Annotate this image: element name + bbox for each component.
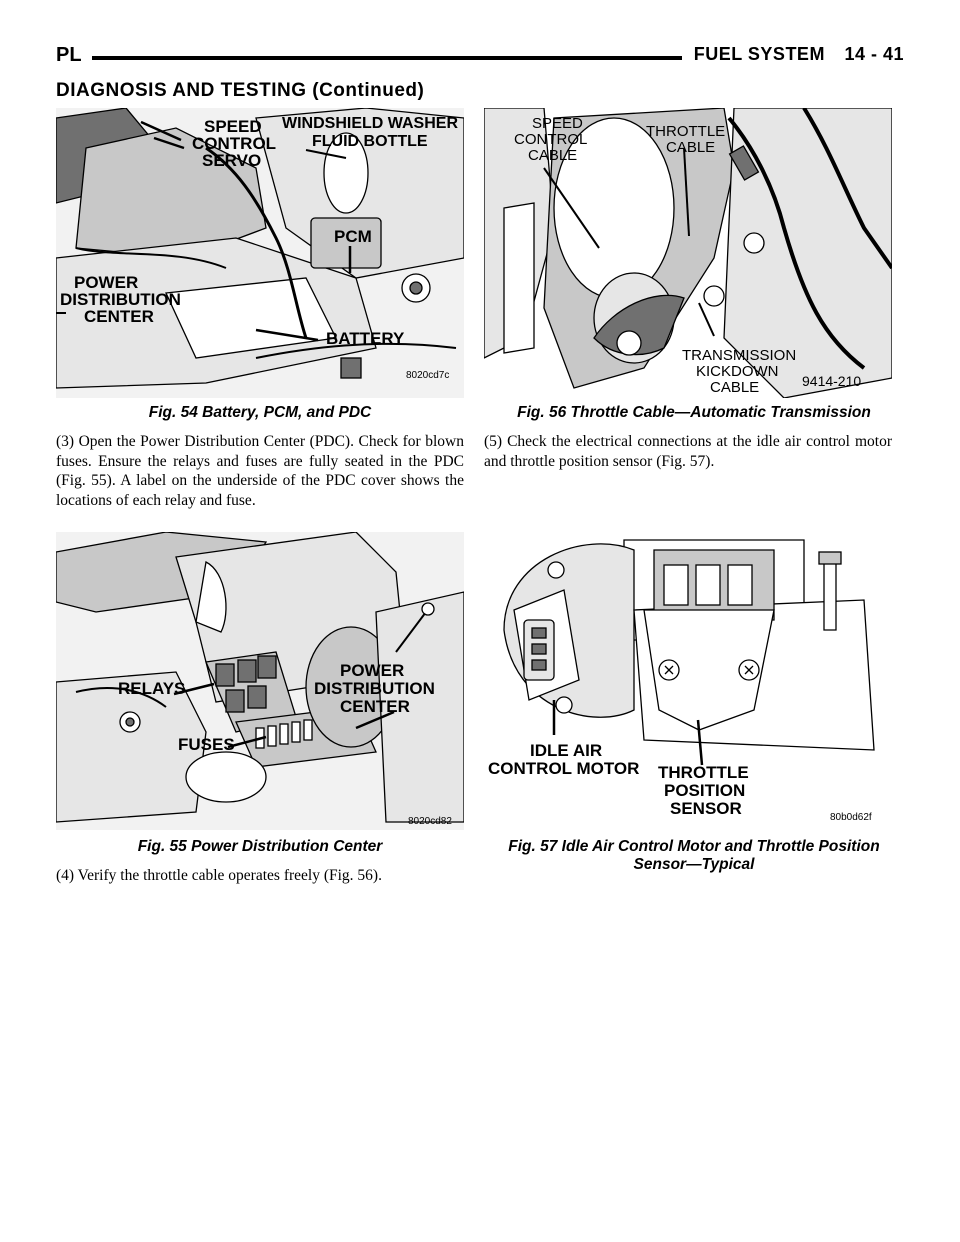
paragraph-step-5: (5) Check the electrical connections at … — [484, 433, 892, 470]
fig55-label-relays: RELAYS — [118, 679, 185, 698]
svg-text:CABLE: CABLE — [666, 139, 715, 156]
svg-text:POSITION: POSITION — [664, 781, 745, 800]
fig54-label-pcm: PCM — [334, 227, 372, 246]
svg-text:SERVO: SERVO — [202, 151, 261, 170]
svg-text:CENTER: CENTER — [84, 307, 154, 326]
paragraph-step-3: (3) Open the Power Distribution Center (… — [56, 433, 464, 509]
svg-text:TRANSMISSION: TRANSMISSION — [682, 347, 796, 364]
svg-text:CABLE: CABLE — [710, 379, 759, 396]
fig56-label-speed-control-cable: SPEED CONTROL CABLE — [514, 115, 587, 164]
svg-text:WINDSHIELD WASHER: WINDSHIELD WASHER — [282, 115, 458, 132]
svg-text:KICKDOWN: KICKDOWN — [696, 363, 779, 380]
fig55-label-fuses: FUSES — [178, 735, 235, 754]
figure-57-caption-line-1: Fig. 57 Idle Air Control Motor and Throt… — [508, 838, 880, 855]
svg-text:CONTROL: CONTROL — [192, 134, 276, 153]
fig54-label-washer-bottle: WINDSHIELD WASHER FLUID BOTTLE — [282, 115, 458, 150]
fig55-label-pdc: POWER DISTRIBUTION CENTER — [314, 661, 435, 716]
svg-text:CENTER: CENTER — [340, 697, 410, 716]
fig54-label-pdc: POWER DISTRIBUTION CENTER — [60, 273, 181, 326]
figure-54-caption: Fig. 54 Battery, PCM, and PDC — [148, 404, 372, 421]
svg-text:CONTROL MOTOR: CONTROL MOTOR — [488, 759, 639, 778]
svg-text:CABLE: CABLE — [528, 147, 577, 164]
header-page-number: 14 - 41 — [844, 44, 904, 64]
fig54-label-speed-control-servo: SPEED CONTROL SERVO — [192, 117, 276, 170]
figure-54-illustration: SPEED CONTROL SERVO WINDSHIELD WASHER FL… — [56, 108, 464, 398]
fig56-label-kickdown-cable: TRANSMISSION KICKDOWN CABLE — [682, 347, 796, 396]
section-heading: DIAGNOSIS AND TESTING (Continued) — [56, 80, 425, 101]
fig54-label-battery: BATTERY — [326, 329, 405, 348]
svg-text:SPEED: SPEED — [204, 117, 262, 136]
svg-text:FLUID BOTTLE: FLUID BOTTLE — [312, 133, 428, 150]
svg-text:POWER: POWER — [340, 661, 404, 680]
svg-text:SENSOR: SENSOR — [670, 799, 742, 818]
fig54-code: 8020cd7c — [406, 370, 449, 381]
svg-text:THROTTLE: THROTTLE — [646, 123, 725, 140]
svg-text:SPEED: SPEED — [532, 115, 583, 132]
header-section-title: FUEL SYSTEM — [693, 44, 825, 64]
fig57-label-iac: IDLE AIR CONTROL MOTOR — [488, 741, 639, 778]
fig57-label-tps: THROTTLE POSITION SENSOR — [658, 763, 749, 818]
svg-text:DISTRIBUTION: DISTRIBUTION — [314, 679, 435, 698]
svg-text:THROTTLE: THROTTLE — [658, 763, 749, 782]
header-rule — [92, 56, 682, 60]
figure-56-caption: Fig. 56 Throttle Cable—Automatic Transmi… — [517, 404, 871, 421]
header-section-page: FUEL SYSTEM 14 - 41 — [680, 44, 904, 65]
svg-text:DISTRIBUTION: DISTRIBUTION — [60, 290, 181, 309]
page-header: PL FUEL SYSTEM 14 - 41 — [56, 40, 904, 70]
svg-text:CONTROL: CONTROL — [514, 131, 587, 148]
figure-56-illustration: SPEED CONTROL CABLE THROTTLE CABLE TRANS… — [484, 108, 892, 398]
figure-55-illustration: RELAYS FUSES POWER DISTRIBUTION CENTER 8… — [56, 532, 464, 830]
svg-text:IDLE AIR: IDLE AIR — [530, 741, 602, 760]
fig56-code: 9414-210 — [802, 373, 861, 389]
fig57-code: 80b0d62f — [830, 812, 872, 823]
figure-57-caption: Fig. 57 Idle Air Control Motor and Throt… — [484, 838, 904, 874]
figure-57-caption-line-2: Sensor—Typical — [633, 856, 755, 873]
figure-55-caption: Fig. 55 Power Distribution Center — [137, 838, 383, 855]
svg-text:POWER: POWER — [74, 273, 138, 292]
figure-57-illustration: IDLE AIR CONTROL MOTOR THROTTLE POSITION… — [484, 520, 892, 830]
fig56-label-throttle-cable: THROTTLE CABLE — [646, 123, 725, 156]
header-vehicle-code: PL — [56, 44, 82, 66]
fig55-code: 8020cd82 — [408, 816, 452, 827]
paragraph-step-4: (4) Verify the throttle cable operates f… — [56, 867, 382, 884]
